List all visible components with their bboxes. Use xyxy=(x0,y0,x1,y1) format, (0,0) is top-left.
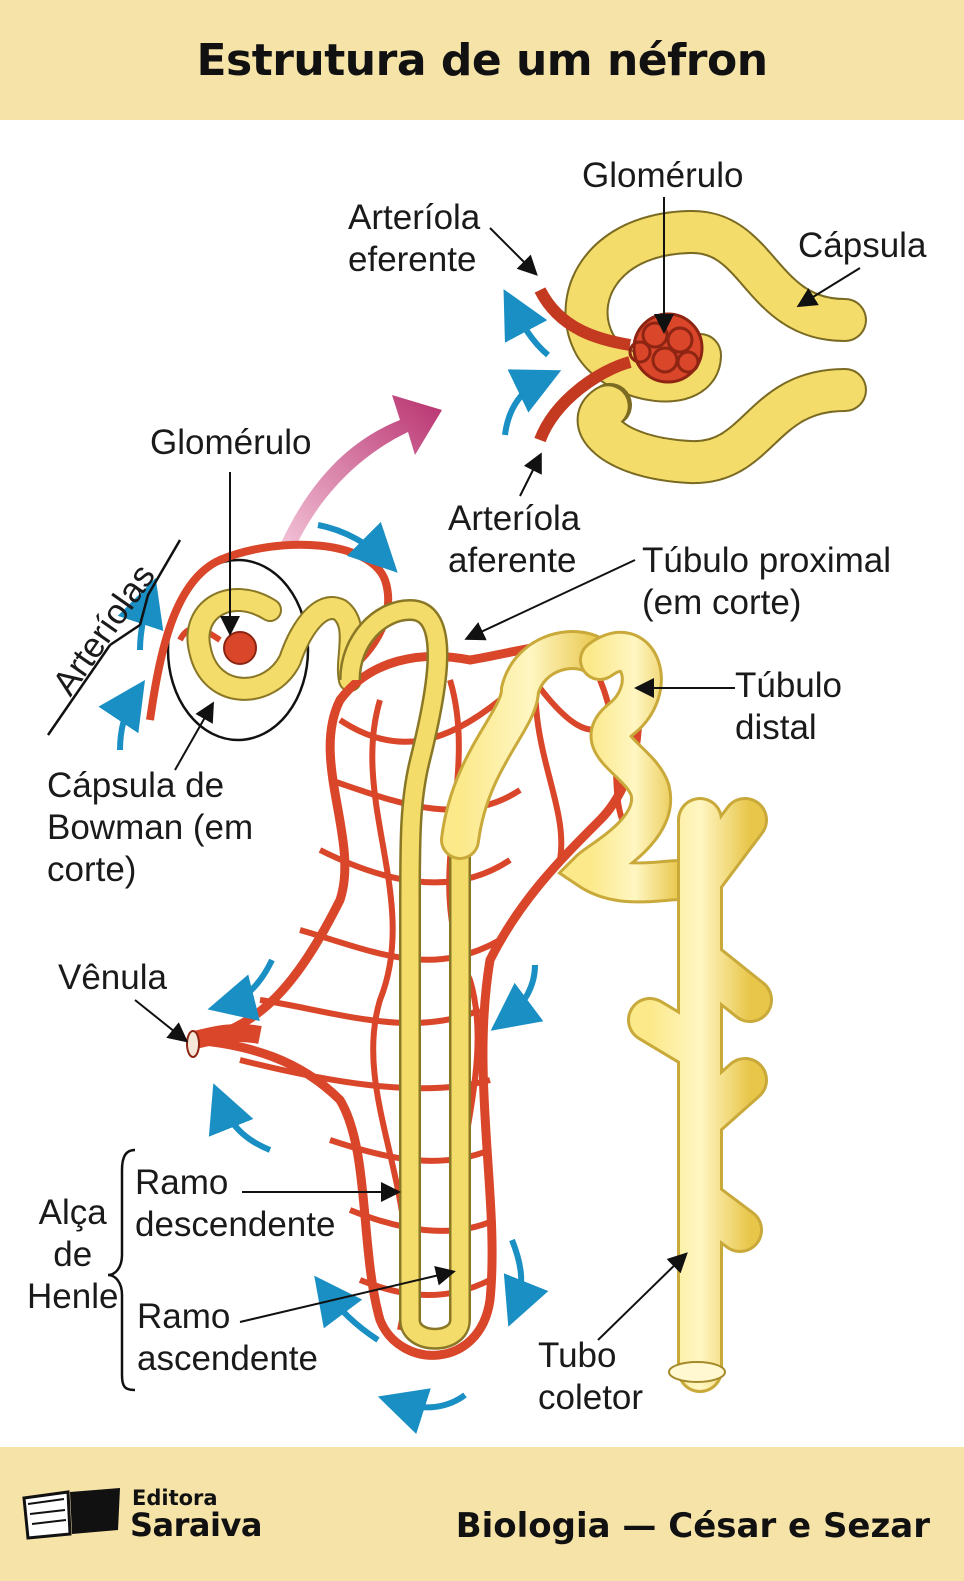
book-logo-icon xyxy=(22,1488,120,1540)
capillary-network xyxy=(194,639,642,1360)
label-arteriola-aferente: Arteríola aferente xyxy=(448,499,581,580)
footer-banner xyxy=(0,1447,964,1581)
label-ramo-ascendente: Ramo ascendente xyxy=(137,1297,318,1378)
label-venula: Vênula xyxy=(58,958,167,997)
publisher-label: Editora xyxy=(132,1486,218,1510)
label-alca-de-henle: Alça de Henle xyxy=(27,1193,119,1316)
label-glomerulo-zoom: Glomérulo xyxy=(582,156,744,195)
label-tubulo-proximal: Túbulo proximal (em corte) xyxy=(642,541,891,622)
label-ramo-descendente: Ramo descendente xyxy=(135,1163,336,1244)
title-banner: Estrutura de um néfron xyxy=(0,0,964,120)
arteriolas-brace xyxy=(46,539,182,736)
alca-brace xyxy=(107,1148,136,1392)
book-credit: Biologia — César e Sezar xyxy=(455,1506,930,1546)
label-capsula-bowman: Cápsula de Bowman (em corte) xyxy=(47,766,254,889)
publisher-name: Saraiva xyxy=(130,1506,262,1544)
page-title: Estrutura de um néfron xyxy=(196,34,768,86)
label-glomerulo: Glomérulo xyxy=(150,423,312,462)
zoom-arrow xyxy=(280,395,442,548)
label-tubulo-distal: Túbulo distal xyxy=(735,666,843,747)
zoom-capsule xyxy=(564,210,867,485)
label-tubo-coletor: Tubo coletor xyxy=(538,1336,644,1417)
label-arteriola-eferente: Arteríola eferente xyxy=(348,198,481,279)
bowman-outline xyxy=(166,558,310,742)
label-capsula: Cápsula xyxy=(798,226,927,265)
